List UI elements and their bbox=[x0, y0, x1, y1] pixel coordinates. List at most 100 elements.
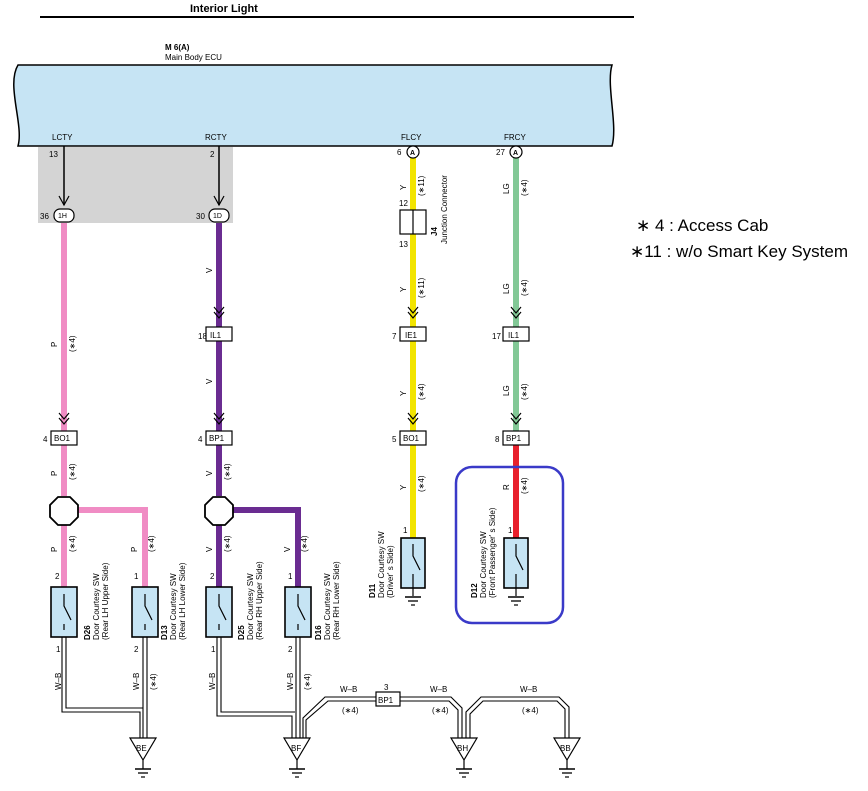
ground-point-bb: BB bbox=[552, 737, 582, 778]
wire-note-p-4: (∗4) bbox=[147, 535, 156, 552]
wire-label-p-2: P bbox=[50, 471, 59, 476]
ground-label-bb: BB bbox=[560, 744, 571, 753]
junction-1h-pin: 36 bbox=[40, 212, 49, 221]
wire-pink-d13 bbox=[77, 507, 148, 587]
d25-side: (Rear RH Upper Side) bbox=[255, 561, 264, 640]
ecu-terminal-rcty: RCTY bbox=[205, 133, 227, 142]
splice-rcty bbox=[204, 496, 234, 526]
wire-violet-d16 bbox=[232, 507, 301, 587]
connector-chevrons bbox=[58, 306, 522, 425]
wb-label-d25: W–B bbox=[208, 673, 217, 690]
conn-il1-b bbox=[502, 326, 530, 342]
ecu-name: Main Body ECU bbox=[165, 53, 222, 62]
ground-label-bh: BH bbox=[457, 744, 468, 753]
wire-note-v-3: (∗4) bbox=[223, 463, 232, 480]
switch-d25-contact bbox=[218, 594, 227, 630]
conn-bp1-a-label: BP1 bbox=[209, 434, 225, 443]
conn-bo1-a-pin: 4 bbox=[43, 435, 48, 444]
conn-bp1-a bbox=[205, 430, 233, 446]
legend-note-11: ∗11 : w/o Smart Key System bbox=[630, 242, 848, 261]
wire-note-v-4: (∗4) bbox=[223, 535, 232, 552]
ground-point-bf: BF bbox=[282, 737, 312, 778]
d26-side: (Rear LH Upper Side) bbox=[101, 562, 110, 640]
wire-label-p-4: P bbox=[130, 547, 139, 552]
ground-triangle-be bbox=[128, 737, 158, 762]
wire-note-lg-2: (∗4) bbox=[520, 279, 529, 296]
j4-pin-in: 12 bbox=[399, 199, 408, 208]
ecu-terminal-flcy: FLCY bbox=[401, 133, 422, 142]
highlight-box-d12 bbox=[454, 465, 565, 625]
ground-icon-d11 bbox=[405, 596, 421, 606]
connector-a-label-frcy: A bbox=[513, 150, 518, 157]
d25-code: D25 bbox=[237, 625, 246, 640]
chevron-bo1-a bbox=[58, 412, 70, 425]
wb-label-bf: W–B bbox=[340, 685, 357, 694]
chevron-il1-b bbox=[510, 306, 522, 319]
conn-bp1-g-pin: 3 bbox=[384, 683, 389, 692]
j4-pin-out: 13 bbox=[399, 240, 408, 249]
junction-1d-label: 1D bbox=[213, 213, 222, 220]
conn-il1-b-label: IL1 bbox=[508, 331, 520, 340]
wire-label-v-1: V bbox=[205, 267, 214, 273]
wb-label-d13: W–B bbox=[132, 673, 141, 690]
wb-note-d13: (∗4) bbox=[149, 673, 158, 690]
d12-name: Door Courtesy SW bbox=[479, 531, 488, 598]
conn-bp1-g-label: BP1 bbox=[378, 696, 394, 705]
switch-d16-contact bbox=[297, 594, 306, 630]
d16-side: (Rear RH Lower Side) bbox=[332, 561, 341, 640]
wire-note-y-1: (∗11) bbox=[417, 175, 426, 196]
j4-name: Junction Connector bbox=[440, 175, 449, 244]
conn-ie1-pin: 7 bbox=[392, 332, 397, 341]
lcty-arrow bbox=[58, 195, 70, 207]
wire-labels: P (∗4) P (∗4) P (∗4) P (∗4) V V V (∗4) V… bbox=[50, 175, 529, 552]
ground-triangle-bh bbox=[449, 737, 479, 762]
wire-label-r: R bbox=[502, 484, 511, 490]
wire-note-p-3: (∗4) bbox=[68, 535, 77, 552]
junction-1d-pin: 30 bbox=[196, 212, 205, 221]
wire-note-y-2: (∗11) bbox=[417, 277, 426, 298]
wire-note-v-5: (∗4) bbox=[300, 535, 309, 552]
wire-note-y-3: (∗4) bbox=[417, 383, 426, 400]
conn-bo1-a bbox=[50, 430, 78, 446]
d11-code: D11 bbox=[368, 583, 377, 598]
ground-label-bf: BF bbox=[291, 744, 301, 753]
pin-flcy: 6 bbox=[397, 148, 402, 157]
wire-note-p-1: (∗4) bbox=[68, 335, 77, 352]
chevron-ie1 bbox=[407, 306, 419, 319]
d13-code: D13 bbox=[160, 625, 169, 640]
d26-code: D26 bbox=[83, 625, 92, 640]
wire-label-v-3: V bbox=[205, 470, 214, 476]
switch-d11-contact bbox=[412, 544, 421, 596]
switch-d26-contact bbox=[63, 594, 72, 630]
conn-ie1 bbox=[399, 326, 427, 342]
conn-bp1-b-pin: 8 bbox=[495, 435, 500, 444]
d25-pin-top: 2 bbox=[210, 572, 215, 581]
d26-pin-top: 2 bbox=[55, 572, 60, 581]
wire-label-v-4: V bbox=[205, 546, 214, 552]
conn-il1-a-label: IL1 bbox=[210, 331, 222, 340]
ground-point-be: BE bbox=[128, 737, 158, 778]
conn-bo1-a-label: BO1 bbox=[54, 434, 71, 443]
wire-label-p-1: P bbox=[50, 342, 59, 347]
d16-pin-bot: 2 bbox=[288, 645, 293, 654]
pin-lcty: 13 bbox=[49, 150, 58, 159]
d12-side: (Front Passenger' s Side) bbox=[488, 507, 497, 598]
wire-label-y-1: Y bbox=[399, 184, 408, 190]
chevron-bo1-b bbox=[407, 412, 419, 425]
wb-label-d26: W–B bbox=[54, 673, 63, 690]
wire-label-lg-1: LG bbox=[502, 183, 511, 194]
wire-label-y-4: Y bbox=[399, 484, 408, 490]
wb-note-bb: (∗4) bbox=[522, 706, 539, 715]
ground-wiring bbox=[61, 637, 570, 738]
conn-bp1-a-pin: 4 bbox=[198, 435, 203, 444]
chevron-bp1-b bbox=[510, 412, 522, 425]
wb-label-d16: W–B bbox=[286, 673, 295, 690]
conn-il1-b-pin: 17 bbox=[492, 332, 501, 341]
wire-label-y-2: Y bbox=[399, 286, 408, 292]
ground-icon-d12 bbox=[508, 596, 524, 606]
d13-pin-top: 1 bbox=[134, 572, 139, 581]
conn-bo1-b bbox=[399, 430, 427, 446]
junction-1d bbox=[208, 208, 230, 223]
wires bbox=[61, 158, 519, 587]
ecu-terminal-frcy: FRCY bbox=[504, 133, 526, 142]
